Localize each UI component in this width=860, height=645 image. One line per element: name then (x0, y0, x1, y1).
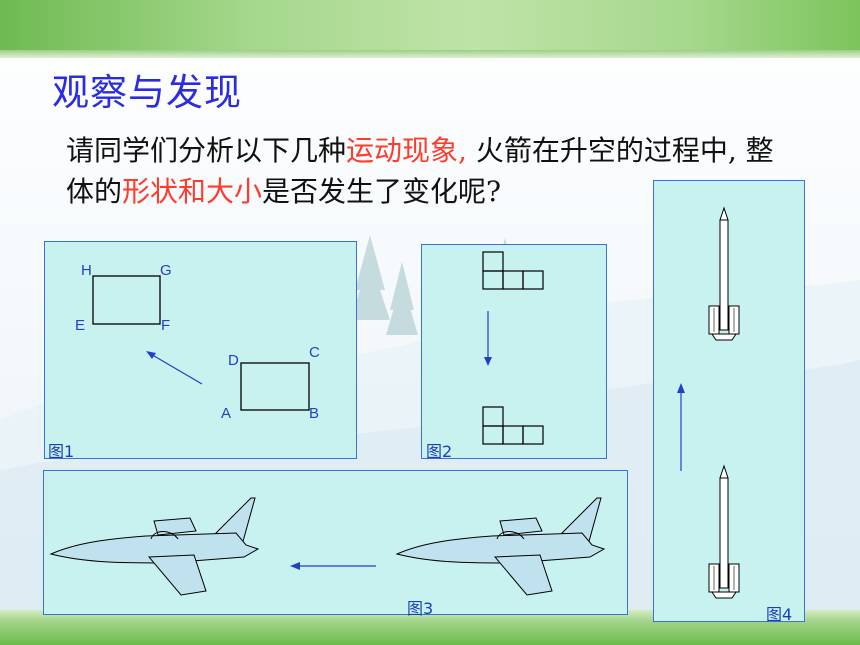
point-c-label: C (309, 344, 320, 361)
figure-1-panel: H G E F D C A B 图1 (44, 241, 357, 461)
point-f-label: F (161, 317, 171, 334)
figure-2-panel: 图2 (421, 244, 607, 461)
l-shape-top (482, 251, 544, 290)
rocket-bottom (708, 465, 740, 599)
translation-arrow-head (146, 351, 156, 359)
rect-efgh (92, 275, 161, 325)
figure-2-caption: 图2 (426, 442, 453, 461)
top-green-band (0, 0, 860, 58)
highlight-shape-size: 形状和大小 (122, 175, 263, 208)
highlight-motion: 运动现象, (346, 134, 467, 167)
figure-4-panel: 图4 (653, 180, 805, 624)
figure-1-translation-diagram (92, 275, 310, 411)
down-arrow-head (484, 357, 492, 366)
figure-3-caption: 图3 (407, 599, 434, 618)
translation-arrow-line (148, 352, 203, 385)
question-paragraph: 请同学们分析以下几种运动现象, 火箭在升空的过程中, 整体的形状和大小是否发生了… (66, 130, 796, 212)
point-d-label: D (228, 352, 239, 369)
rect-abcd (240, 362, 310, 411)
l-shape-bottom (482, 406, 544, 445)
figure-2-translation-diagram (482, 251, 544, 445)
up-arrow-head (677, 383, 685, 393)
question-text-1: 请同学们分析以下几种 (66, 134, 347, 167)
left-arrow-head (290, 562, 300, 570)
slide-title: 观察与发现 (52, 71, 242, 114)
airplane-after (50, 497, 259, 596)
figure-3-translation-diagram (50, 497, 605, 596)
point-b-label: B (309, 405, 320, 422)
point-g-label: G (160, 262, 172, 279)
top-band-fade (0, 50, 860, 58)
airplane-before (396, 497, 605, 596)
point-a-label: A (221, 405, 232, 422)
figure-4-caption: 图4 (766, 605, 793, 624)
rocket-top (708, 207, 740, 341)
question-text-2: 火箭在升空的过程中, 整体的 (66, 134, 774, 208)
figure-3-panel: 图3 (43, 470, 628, 618)
point-h-label: H (81, 262, 92, 279)
figure-4-rocket-diagram (677, 207, 740, 599)
figure-1-caption: 图1 (48, 442, 75, 461)
question-text-3: 是否发生了变化呢? (262, 175, 502, 208)
point-e-label: E (75, 317, 86, 334)
